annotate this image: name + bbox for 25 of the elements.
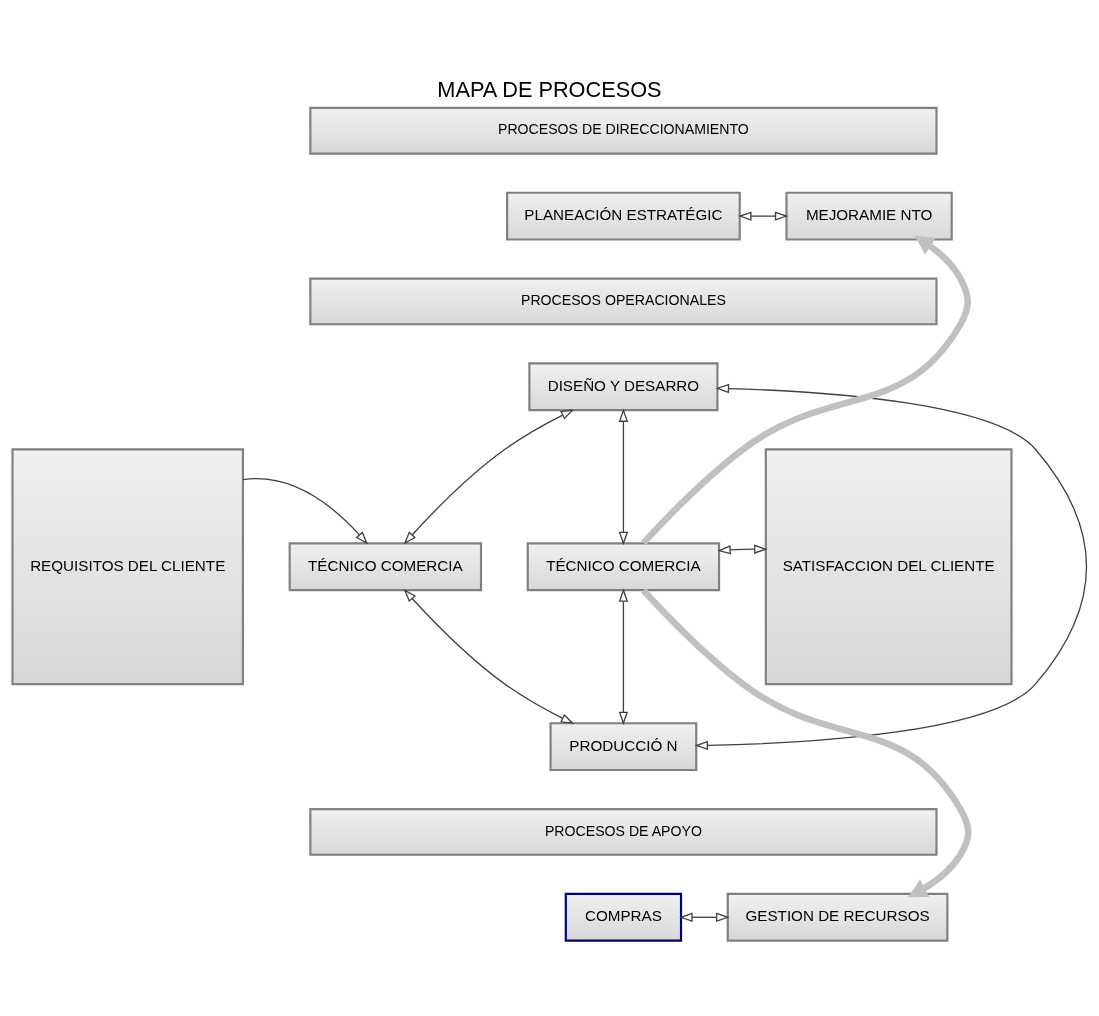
node-box: PROCESOS DE APOYO <box>309 808 938 856</box>
arrow <box>403 409 575 545</box>
arrow <box>694 383 1088 751</box>
arrow <box>738 211 789 221</box>
node-box: PROCESOS OPERACIONALES <box>309 277 938 326</box>
node-box: SATISFACCION DEL CLIENTE <box>764 448 1013 686</box>
arrow <box>717 544 768 555</box>
diagram-title: MAPA DE PROCESOS <box>437 77 662 103</box>
arrow <box>679 912 730 922</box>
node-box: PLANEACIÓN ESTRATÉGIC <box>506 191 741 241</box>
arrow <box>641 235 972 546</box>
node-box: REQUISITOS DEL CLIENTE <box>11 448 245 686</box>
arrow <box>618 408 629 546</box>
node-box: GESTION DE RECURSOS <box>726 892 949 942</box>
arrow <box>618 588 629 726</box>
node-box: MEJORAMIE NTO <box>785 191 953 241</box>
arrow <box>641 588 972 898</box>
node-box: TÉCNICO COMERCIA <box>288 542 483 592</box>
arrow <box>242 478 369 545</box>
node-box: PROCESOS DE DIRECCIONAMIENTO <box>309 106 938 155</box>
node-box: DISEÑO Y DESARRO <box>528 362 719 412</box>
node-box: COMPRAS <box>564 892 683 942</box>
arrow <box>403 588 575 725</box>
node-box: TÉCNICO COMERCIA <box>526 542 721 592</box>
node-box: PRODUCCIÓ N <box>549 722 698 772</box>
